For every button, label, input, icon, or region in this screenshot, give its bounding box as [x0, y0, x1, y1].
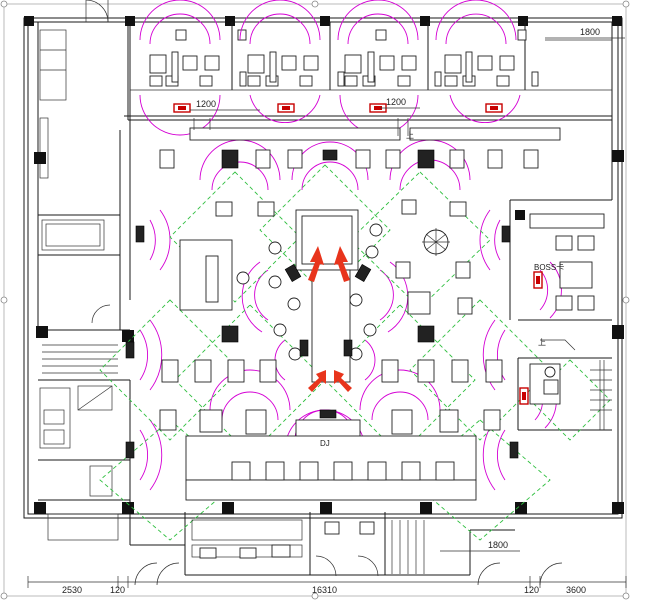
dim-bottom-2: 120 — [110, 585, 125, 595]
arrow-up-icon — [334, 370, 352, 392]
boss-label: BOSS卡 — [534, 262, 564, 272]
private-rooms-top — [130, 22, 612, 91]
dim-bottom-3: 16310 — [312, 585, 337, 595]
arrow-up-icon — [308, 246, 324, 282]
dim-corridor-left: 1200 — [196, 99, 216, 109]
plan-labels: 1800 1200 1200 1800 2530 120 16310 120 3… — [62, 27, 600, 595]
selection-frame[interactable] — [0, 0, 630, 600]
dim-bottom-4: 120 — [524, 585, 539, 595]
arrow-up-icon — [308, 370, 326, 392]
stair-up-label: 上 — [406, 131, 414, 140]
corridor-seating — [159, 127, 561, 169]
dimension-lines — [27, 37, 627, 588]
main-hall-furniture — [159, 199, 503, 501]
left-service-area — [39, 0, 119, 541]
direction-arrows — [308, 246, 352, 392]
stair-right — [540, 339, 612, 430]
dim-top-right: 1800 — [580, 27, 600, 37]
boss-room-furniture — [529, 213, 605, 405]
dj-label: DJ — [320, 439, 330, 448]
stair-up-label-right: 上 — [538, 338, 546, 347]
plant-decor — [422, 228, 450, 256]
speakers — [125, 103, 543, 459]
arrow-up-icon — [334, 246, 350, 282]
dim-corridor-right: 1200 — [386, 97, 406, 107]
bottom-service-area — [134, 519, 563, 586]
dim-bottom-1: 2530 — [62, 585, 82, 595]
dim-bottom-5: 3600 — [566, 585, 586, 595]
dim-bottom-right-inner: 1800 — [488, 540, 508, 550]
